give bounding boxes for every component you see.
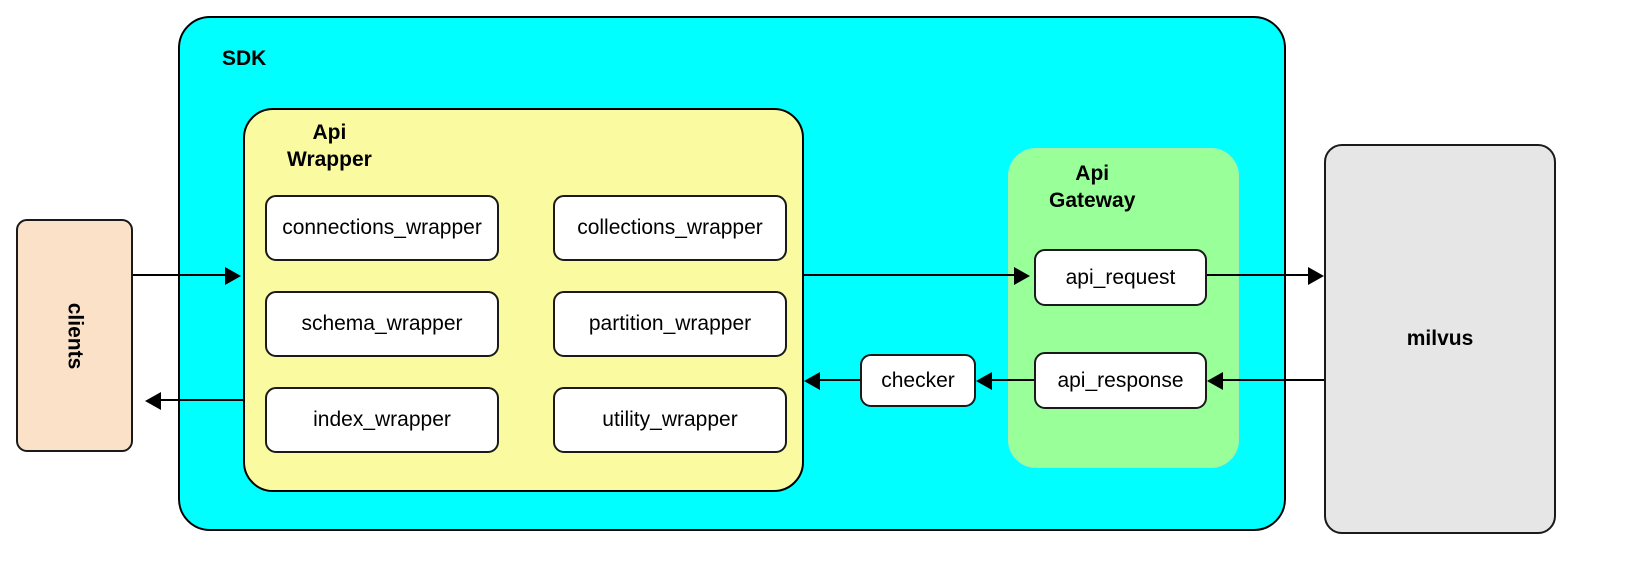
checker-box[interactable]: checker	[860, 354, 976, 407]
api-response-label: api_response	[1057, 368, 1184, 392]
utility-wrapper-box[interactable]: utility_wrapper	[553, 387, 787, 453]
edge-api-wrapper-to-clients	[160, 399, 243, 401]
index-wrapper-box[interactable]: index_wrapper	[265, 387, 499, 453]
checker-label: checker	[881, 368, 955, 392]
edge-milvus-to-api-response	[1211, 379, 1324, 381]
arrow-right-icon-api-wrapper-to-api-request	[1014, 267, 1030, 285]
arrow-right-icon-clients-to-api-wrapper	[225, 267, 241, 285]
api-request-box[interactable]: api_request	[1034, 249, 1207, 306]
schema-wrapper-label: schema_wrapper	[301, 312, 463, 335]
arrow-right-icon-api-request-to-milvus	[1308, 267, 1324, 285]
index-wrapper-label: index_wrapper	[313, 408, 451, 431]
collections-wrapper-box[interactable]: collections_wrapper	[553, 195, 787, 261]
clients-node[interactable]: clients	[16, 219, 133, 452]
partition-wrapper-label: partition_wrapper	[588, 312, 752, 335]
clients-label: clients	[63, 302, 87, 369]
milvus-label: milvus	[1406, 327, 1474, 350]
arrow-left-icon-checker-to-api-wrapper	[804, 372, 820, 390]
arrow-left-icon-api-response-to-checker	[976, 372, 992, 390]
collections-wrapper-label: collections_wrapper	[577, 216, 763, 239]
schema-wrapper-box[interactable]: schema_wrapper	[265, 291, 499, 357]
edge-api-wrapper-to-api-request	[804, 274, 1016, 276]
api-gateway-container[interactable]: Api Gateway	[1008, 148, 1239, 468]
arrow-left-icon-api-wrapper-to-clients	[145, 392, 161, 410]
api-request-label: api_request	[1065, 265, 1176, 289]
connections-wrapper-box[interactable]: connections_wrapper	[265, 195, 499, 261]
api-gateway-label: Api Gateway	[1049, 162, 1136, 212]
sdk-label: SDK	[222, 47, 267, 70]
edge-clients-to-api-wrapper	[133, 274, 227, 276]
arrow-left-icon-milvus-to-api-response	[1207, 372, 1223, 390]
api-wrapper-label: Api Wrapper	[287, 121, 372, 171]
utility-wrapper-label: utility_wrapper	[602, 408, 738, 431]
edge-checker-to-api-wrapper	[808, 379, 860, 381]
edge-api-request-to-milvus	[1207, 274, 1311, 276]
api-response-box[interactable]: api_response	[1034, 352, 1207, 409]
partition-wrapper-box[interactable]: partition_wrapper	[553, 291, 787, 357]
edge-api-response-to-checker	[980, 379, 1034, 381]
connections-wrapper-label: connections_wrapper	[282, 216, 482, 239]
milvus-node[interactable]: milvus	[1324, 144, 1556, 534]
